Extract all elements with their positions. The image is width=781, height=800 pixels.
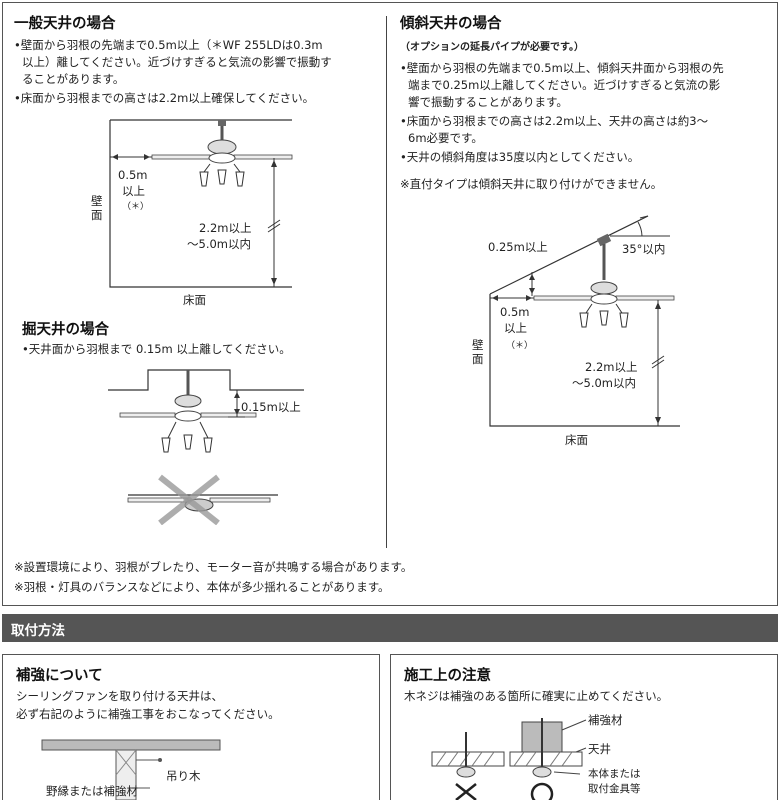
body-label-1: 本体または	[588, 768, 641, 780]
section-header-bar: 取付方法	[2, 614, 778, 642]
general-bullet-wall-distance: •壁面から羽根の先端まで0.5m以上（＊WF 255LDは0.3m 以上）離して…	[14, 38, 332, 86]
sloped-note-direct-mount: ※直付タイプは傾斜天井に取り付けができません。	[400, 177, 663, 191]
correct-screw-illustration	[509, 718, 587, 778]
sunken-distance-label: 0.15m以上	[241, 400, 301, 414]
body-label-2: 取付金具等	[588, 783, 641, 795]
sloped-angle-label: 35°以内	[622, 242, 666, 256]
sunken-bullet-distance: •天井面から羽根まで 0.15m 以上離してください。	[22, 342, 291, 356]
incorrect-screw-illustration	[431, 732, 505, 778]
ceiling-label: 天井	[588, 742, 611, 756]
general-wall-distance-suffix: 以上	[122, 184, 145, 198]
note-vibration: ※設置環境により、羽根がブレたり、モーター音が共鳴する場合があります。	[14, 560, 413, 574]
frame-label: 野縁または補強材	[46, 784, 138, 798]
circle-mark-icon	[530, 782, 554, 800]
general-ceiling-diagram	[109, 119, 293, 288]
general-bullet-height: •床面から羽根までの高さは2.2m以上確保してください。	[14, 91, 315, 105]
general-wall-distance: 0.5m	[118, 168, 148, 182]
hanger-label: 吊り木	[166, 769, 201, 783]
note-swaying: ※羽根・灯具のバランスなどにより、本体が多少揺れることがあります。	[14, 580, 390, 594]
sunken-ceiling-diagram	[108, 369, 304, 525]
sunken-ceiling-title: 掘天井の場合	[22, 322, 109, 338]
general-height-min: 2.2m以上	[199, 221, 252, 235]
general-ceiling-title: 一般天井の場合	[14, 16, 116, 32]
column-divider	[386, 16, 387, 548]
sloped-wall-distance-suffix: 以上	[504, 321, 527, 335]
sloped-ceiling-distance: 0.25m以上	[488, 240, 548, 254]
section-title: 取付方法	[11, 623, 65, 639]
construction-caution-panel	[390, 654, 778, 800]
sloped-wall-distance: 0.5m	[500, 305, 530, 319]
caution-text: 木ネジは補強のある箇所に確実に止めてください。	[404, 689, 669, 703]
sloped-ceiling-title: 傾斜天井の場合	[400, 16, 502, 32]
sloped-bullet-distance: •壁面から羽根の先端まで0.5m以上、傾斜天井面から羽根の先 端まで0.25m以…	[400, 61, 724, 109]
sloped-floor-label: 床面	[565, 433, 588, 447]
ceiling-fan-illustration	[119, 370, 257, 453]
cross-mark-icon	[455, 783, 477, 800]
ceiling-fan-illustration	[151, 120, 293, 187]
reinforcement-title: 補強について	[16, 668, 103, 684]
reinforcement-text-2: 必ず右記のように補強工事をおこなってください。	[16, 707, 280, 721]
reinforcement-material-label: 補強材	[588, 713, 623, 727]
caution-title: 施工上の注意	[404, 668, 491, 684]
sloped-height-max: ～5.0m以内	[572, 376, 636, 390]
reinforcement-panel	[2, 654, 380, 800]
screw-placement-diagram	[431, 718, 587, 800]
sloped-wall-label: 壁面	[472, 338, 484, 366]
sloped-subtitle: （オプションの延長パイプが必要です。）	[400, 42, 584, 53]
general-wall-note-mark: （＊）	[122, 202, 150, 212]
sloped-bullet-height: •床面から羽根までの高さは2.2m以上、天井の高さは約3～ 6m必要です。	[400, 114, 709, 145]
sloped-ceiling-diagram	[489, 215, 680, 427]
cross-mark-icon	[158, 474, 220, 525]
general-floor-label: 床面	[183, 293, 206, 307]
sloped-height-min: 2.2m以上	[585, 360, 638, 374]
general-height-max: ～5.0m以内	[187, 237, 251, 251]
sloped-bullet-angle: •天井の傾斜角度は35度以内としてください。	[400, 150, 640, 164]
sloped-wall-note-mark: （＊）	[506, 341, 534, 351]
reinforcement-text-1: シーリングファンを取り付ける天井は、	[16, 689, 223, 703]
reinforcement-diagram	[41, 739, 221, 800]
installation-conditions-panel	[2, 2, 778, 606]
general-wall-label: 壁面	[91, 194, 103, 222]
